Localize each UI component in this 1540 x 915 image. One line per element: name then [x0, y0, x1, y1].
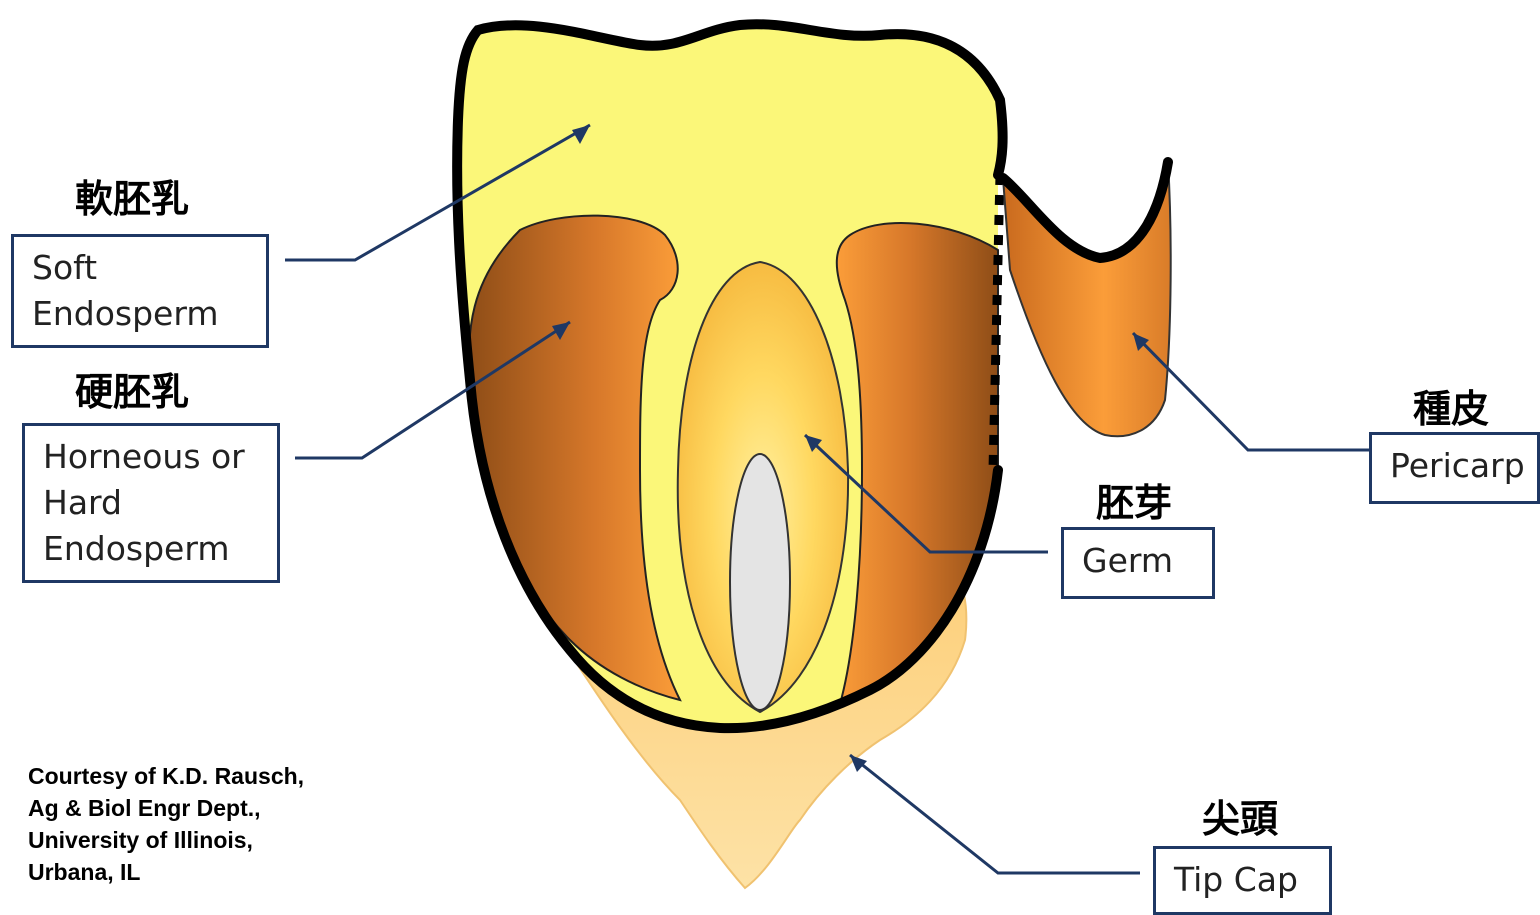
soft-endosperm-label-box: Soft Endosperm [11, 234, 269, 348]
soft-endosperm-label-line: Soft [32, 245, 248, 291]
hard-endosperm-label-line: Horneous or [43, 434, 259, 480]
tipcap-label-line: Tip Cap [1174, 857, 1311, 903]
credit-line: Ag & Biol Engr Dept., [28, 792, 304, 824]
soft-endosperm-jp-label: 軟胚乳 [75, 180, 189, 218]
soft-endosperm-label-line: Endosperm [32, 291, 248, 337]
germ-embryo-axis [730, 454, 790, 710]
tipcap-arrow-head [850, 755, 867, 772]
tipcap-leader-line [850, 755, 1140, 873]
pericarp-jp-label: 種皮 [1413, 390, 1489, 428]
tipcap-jp-label: 尖頭 [1202, 800, 1278, 838]
credit-line: Courtesy of K.D. Rausch, [28, 760, 304, 792]
tipcap-label-box: Tip Cap [1153, 846, 1332, 915]
credit-line: Urbana, IL [28, 856, 304, 888]
pericarp-label-line: Pericarp [1390, 443, 1519, 489]
germ-label-box: Germ [1061, 527, 1215, 599]
pericarp-label-box: Pericarp [1369, 432, 1540, 504]
germ-jp-label: 胚芽 [1096, 484, 1172, 522]
hard-endosperm-label-line: Endosperm [43, 526, 259, 572]
germ-label-line: Germ [1082, 538, 1194, 584]
credit-text: Courtesy of K.D. Rausch, Ag & Biol Engr … [28, 760, 304, 888]
hard-endosperm-label-box: Horneous or Hard Endosperm [22, 423, 280, 583]
hard-endosperm-jp-label: 硬胚乳 [75, 373, 189, 411]
hard-endosperm-label-line: Hard [43, 480, 259, 526]
credit-line: University of Illinois, [28, 824, 304, 856]
